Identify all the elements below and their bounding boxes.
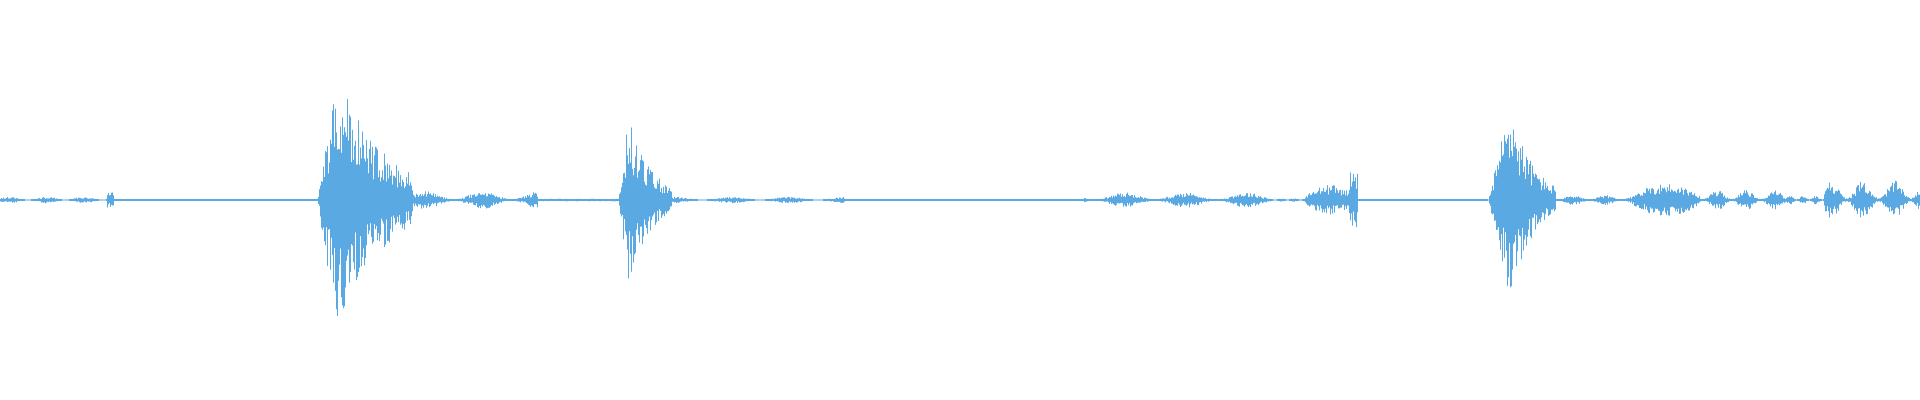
waveform-samples <box>0 99 1920 316</box>
